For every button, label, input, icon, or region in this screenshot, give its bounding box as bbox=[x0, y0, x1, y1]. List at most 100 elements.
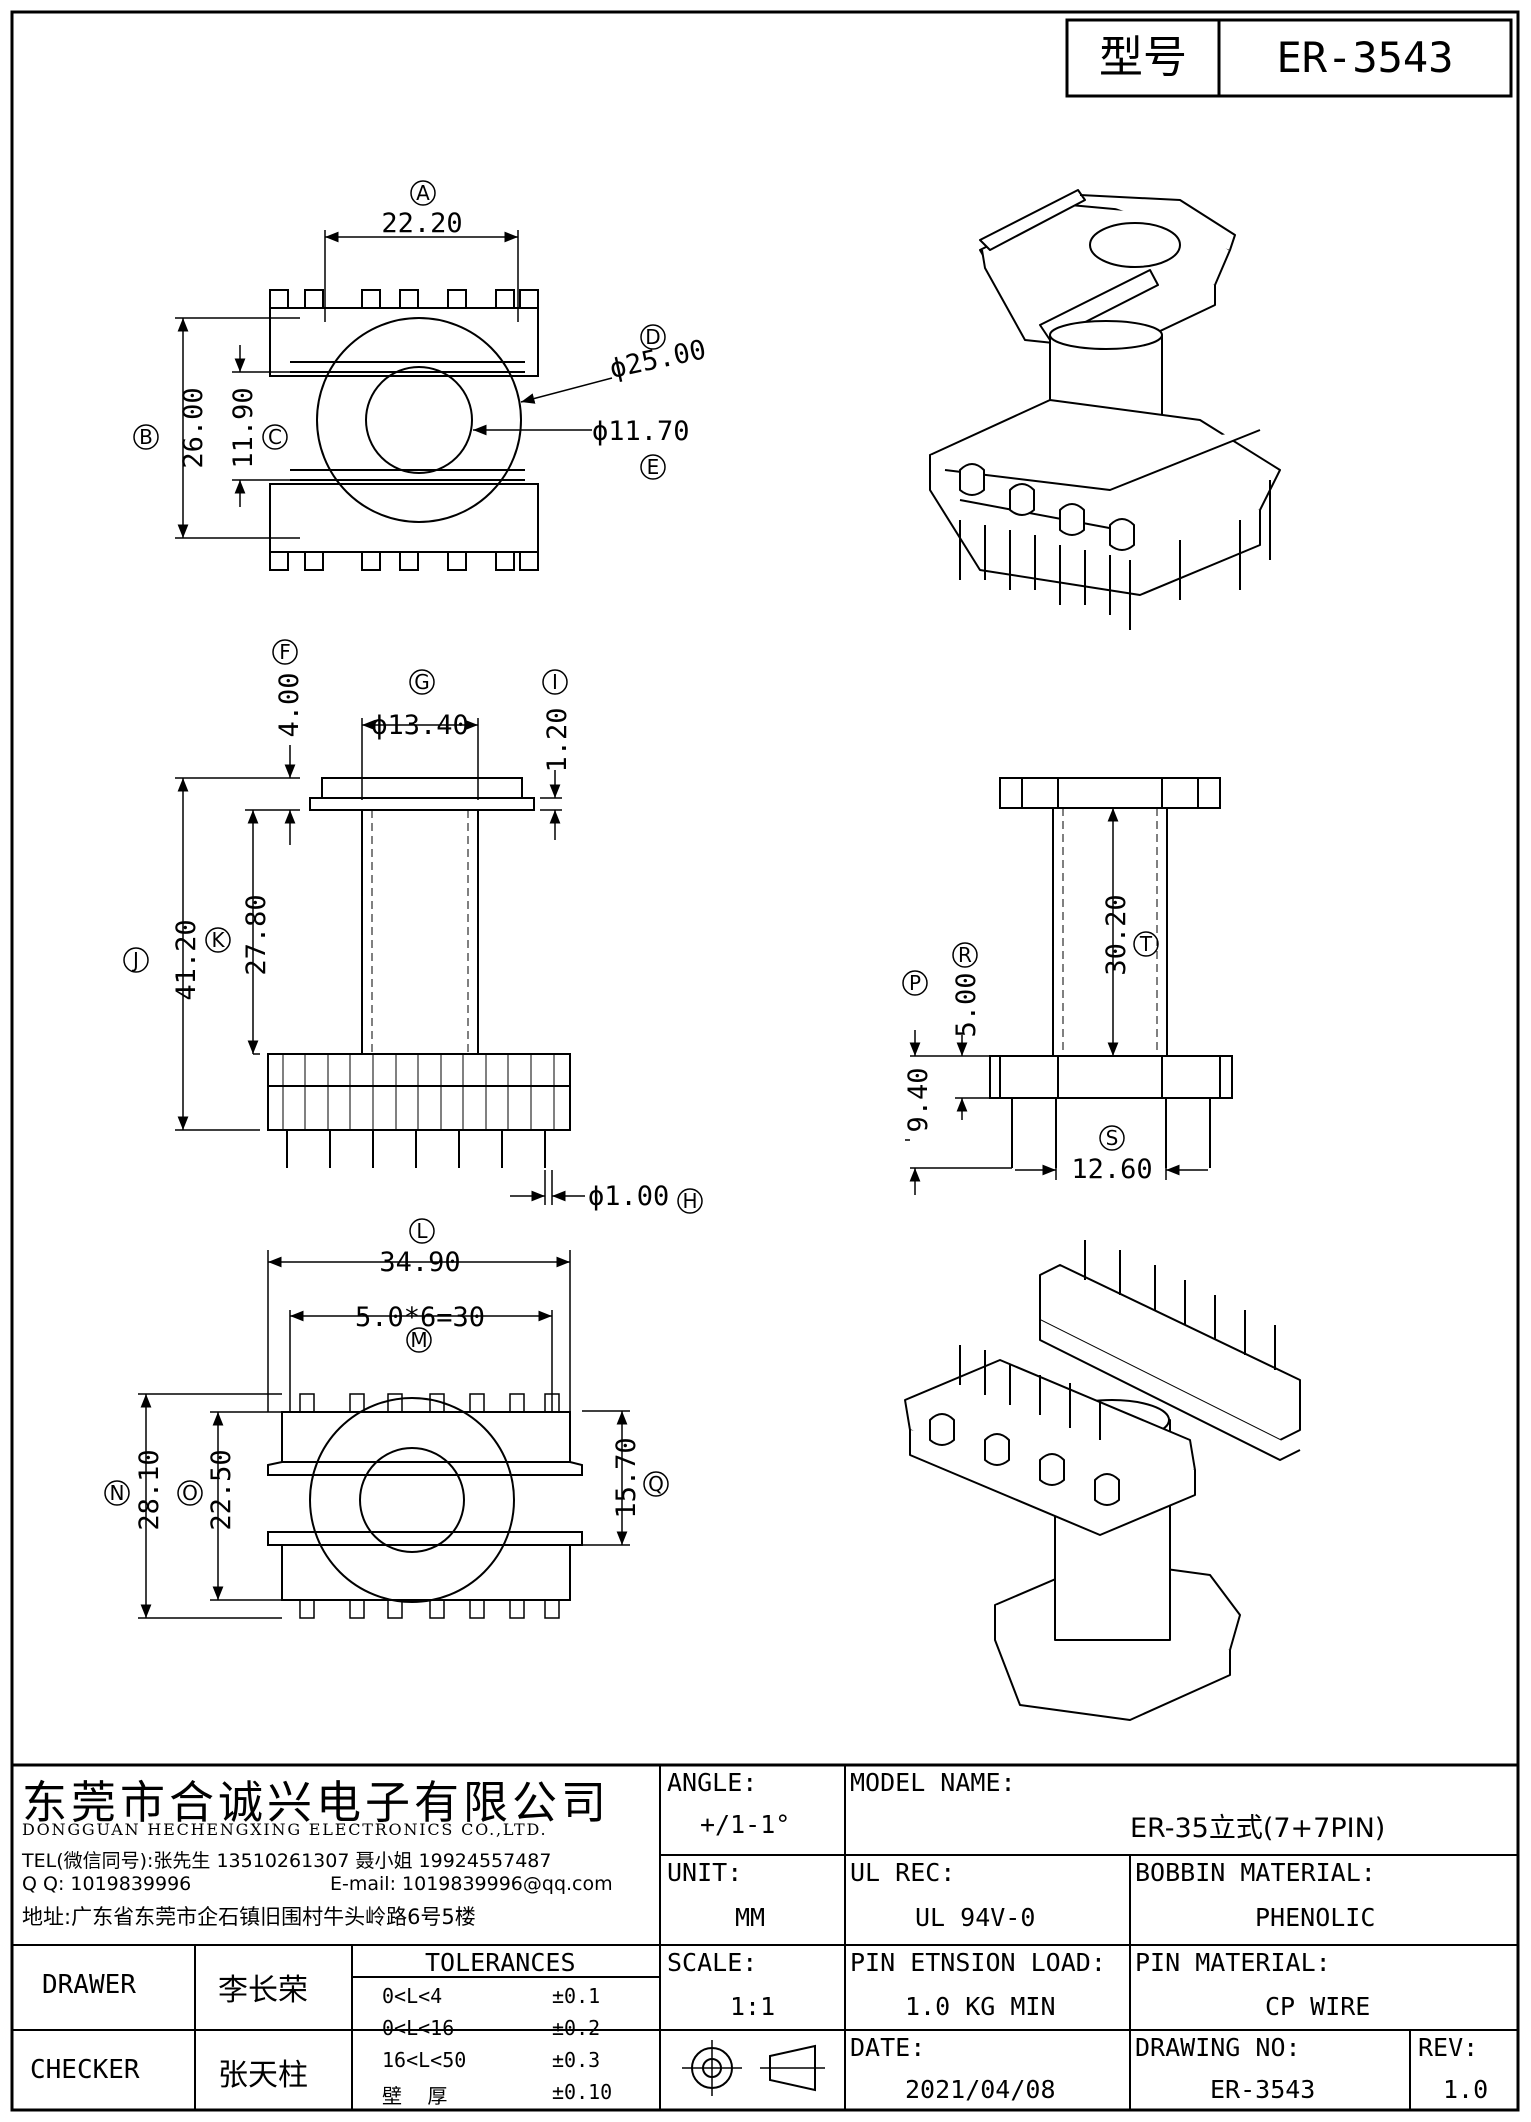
pin-load-label: PIN ETNSION LOAD: bbox=[850, 1948, 1106, 1977]
callout-k: K bbox=[211, 928, 225, 952]
callout-t: T bbox=[1139, 932, 1153, 956]
company-en: DONGGUAN HECHENGXING ELECTRONICS CO.,LTD… bbox=[22, 1820, 548, 1839]
tolerance-value: ±0.1 bbox=[552, 1984, 601, 2008]
angle-value: +/1-1° bbox=[700, 1810, 791, 1839]
unit-value: MM bbox=[735, 1903, 766, 1932]
callout-b: B bbox=[139, 425, 153, 449]
pin-material-value: CP WIRE bbox=[1265, 1992, 1371, 2021]
tolerance-row: 壁 厚 ±0.10 bbox=[352, 2076, 660, 2108]
dim-c: 11.90 bbox=[228, 387, 259, 468]
callout-a: A bbox=[416, 181, 430, 205]
company-tel: TEL(微信同号):张先生 13510261307 聂小姐 1992455748… bbox=[22, 1850, 552, 1872]
tolerance-row: 16<L<50 ±0.3 bbox=[352, 2044, 660, 2076]
type-label: 型号 bbox=[1099, 32, 1187, 83]
callout-d: D bbox=[645, 325, 660, 349]
dim-h: ϕ1.00 bbox=[588, 1181, 669, 1212]
tolerance-range: 壁 厚 bbox=[382, 2084, 448, 2108]
callout-j: J bbox=[131, 948, 139, 972]
drawer-name: 李长荣 bbox=[218, 1973, 308, 2008]
callout-e: E bbox=[647, 455, 660, 479]
end-view-labels: P R T 30.20 5.00 9.40 S 12.60 bbox=[903, 894, 1153, 1185]
callout-m: M bbox=[410, 1328, 427, 1352]
bobbin-label: BOBBIN MATERIAL: bbox=[1135, 1858, 1376, 1887]
bottom-view bbox=[104, 1218, 669, 1619]
dim-b: 26.00 bbox=[178, 387, 209, 468]
drawing-no-value: ER-3543 bbox=[1210, 2075, 1316, 2104]
dim-t: 30.20 bbox=[1101, 894, 1132, 975]
callout-q: Q bbox=[648, 1472, 664, 1496]
bottom-view-labels: L 34.90 5.0*6=30 M N 28.10 O 22.50 15.70… bbox=[110, 1219, 664, 1531]
dim-a: 22.20 bbox=[381, 208, 462, 239]
dim-n: 28.10 bbox=[134, 1449, 165, 1530]
top-view bbox=[133, 180, 666, 571]
bobbin-isometric-bottom bbox=[904, 1240, 1301, 1721]
company-qq: Q Q: 1019839996 bbox=[22, 1873, 192, 1895]
company-cn: 东莞市合诚兴电子有限公司 bbox=[22, 1776, 611, 1829]
company-email: E-mail: 1019839996@qq.com bbox=[330, 1873, 613, 1895]
callout-s: S bbox=[1106, 1126, 1119, 1150]
dim-q: 15.70 bbox=[611, 1437, 642, 1518]
drawer-label: DRAWER bbox=[42, 1970, 136, 2000]
callout-l: L bbox=[416, 1219, 428, 1243]
checker-label: CHECKER bbox=[30, 2055, 140, 2085]
callout-c: C bbox=[268, 425, 282, 449]
callout-r: R bbox=[958, 943, 972, 967]
unit-label: UNIT: bbox=[667, 1858, 743, 1887]
dim-g: ϕ13.40 bbox=[371, 710, 469, 741]
top-view-labels: A 22.20 B 26.00 C 11.90 D ϕ25.00 E ϕ11.7… bbox=[139, 181, 709, 479]
dim-p: 9.40 bbox=[903, 1067, 934, 1132]
ul-label: UL REC: bbox=[850, 1858, 956, 1887]
header-box: 型号 ER-3543 bbox=[1065, 18, 1513, 98]
bobbin-isometric-top bbox=[929, 189, 1281, 630]
callout-n: N bbox=[110, 1481, 125, 1505]
tolerance-range: 0<L<4 bbox=[382, 1984, 443, 2008]
sheet-border bbox=[10, 10, 1520, 2112]
date-value: 2021/04/08 bbox=[905, 2075, 1056, 2104]
tolerance-table: 0<L<4 ±0.1 0<L<16 ±0.2 16<L<50 ±0.3 壁 厚 … bbox=[352, 1980, 660, 2108]
pin-load-value: 1.0 KG MIN bbox=[905, 1992, 1056, 2021]
dim-i: 1.20 bbox=[542, 707, 573, 772]
scale-label: SCALE: bbox=[667, 1948, 758, 1977]
dim-f: 4.00 bbox=[274, 672, 305, 737]
callout-p: P bbox=[909, 971, 921, 995]
drawing-no-label: DRAWING NO: bbox=[1135, 2033, 1301, 2062]
scale-value: 1:1 bbox=[730, 1992, 776, 2021]
company-address: 地址:广东省东莞市企石镇旧围村牛头岭路6号5楼 bbox=[22, 1905, 476, 1929]
checker-name: 张天柱 bbox=[218, 2058, 308, 2093]
dim-k: 27.80 bbox=[241, 894, 272, 975]
title-block bbox=[12, 1763, 1518, 2110]
dim-j: 41.20 bbox=[171, 919, 202, 1000]
callout-o: O bbox=[182, 1481, 198, 1505]
tolerance-value: ±0.10 bbox=[552, 2080, 613, 2104]
callout-f: F bbox=[279, 640, 291, 664]
rev-value: 1.0 bbox=[1443, 2075, 1489, 2104]
dim-l: 34.90 bbox=[379, 1247, 460, 1278]
dim-e: ϕ11.70 bbox=[592, 416, 690, 447]
tolerance-row: 0<L<4 ±0.1 bbox=[352, 1980, 660, 2012]
callout-g: G bbox=[414, 670, 430, 694]
tolerance-value: ±0.2 bbox=[552, 2016, 601, 2040]
model-label: MODEL NAME: bbox=[850, 1768, 1016, 1797]
rev-label: REV: bbox=[1418, 2033, 1479, 2062]
tolerances-title: TOLERANCES bbox=[425, 1948, 576, 1977]
tolerance-range: 0<L<16 bbox=[382, 2016, 455, 2040]
end-view bbox=[902, 777, 1233, 1195]
tolerance-row: 0<L<16 ±0.2 bbox=[352, 2012, 660, 2044]
type-value: ER-3543 bbox=[1276, 33, 1453, 82]
side-view bbox=[123, 639, 703, 1214]
angle-label: ANGLE: bbox=[667, 1768, 758, 1797]
dim-s: 12.60 bbox=[1071, 1154, 1152, 1185]
tolerance-range: 16<L<50 bbox=[382, 2048, 467, 2072]
date-label: DATE: bbox=[850, 2033, 926, 2062]
callout-i: I bbox=[552, 670, 558, 694]
ul-value: UL 94V-0 bbox=[915, 1903, 1036, 1932]
tolerance-value: ±0.3 bbox=[552, 2048, 601, 2072]
dim-o: 22.50 bbox=[206, 1449, 237, 1530]
dim-m: 5.0*6=30 bbox=[355, 1302, 485, 1333]
side-view-labels: F 4.00 G ϕ13.40 I 1.20 J 41.20 K 27.80 ϕ… bbox=[131, 640, 697, 1213]
dim-r: 5.00 bbox=[951, 972, 982, 1037]
bobbin-value: PHENOLIC bbox=[1255, 1903, 1376, 1932]
model-value: ER-35立式(7+7PIN) bbox=[1130, 1813, 1386, 1844]
pin-material-label: PIN MATERIAL: bbox=[1135, 1948, 1331, 1977]
